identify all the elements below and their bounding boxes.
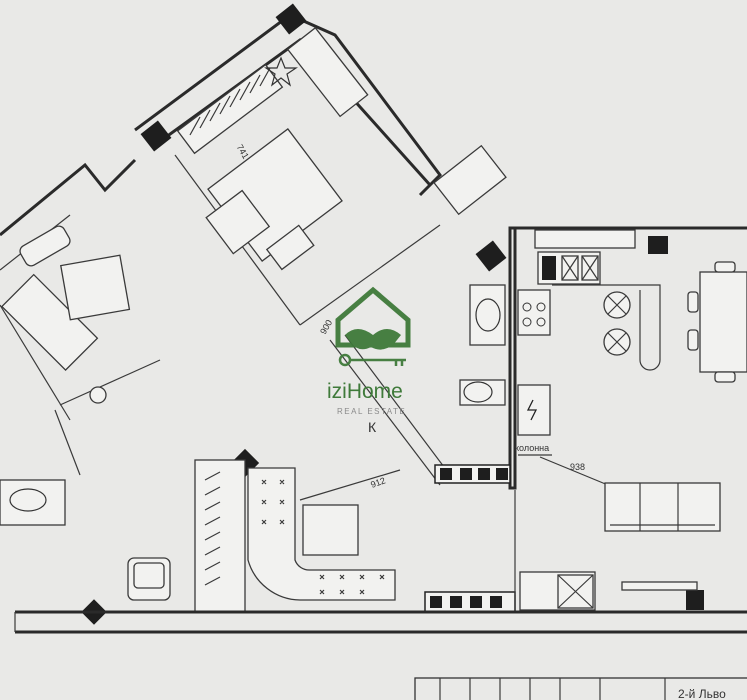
kitchen-dimension: 938 <box>570 462 585 472</box>
title-block: 2-й Льво <box>414 677 747 700</box>
column-block <box>648 236 668 254</box>
kitchen-column-label: колонна <box>515 443 549 453</box>
column-block <box>275 3 307 35</box>
corridor-mark: К <box>368 419 377 435</box>
house-icon <box>335 286 411 348</box>
door-dimension: 900 <box>318 318 334 336</box>
dining-table <box>687 261 747 383</box>
wardrobe-living <box>194 459 246 613</box>
bench <box>19 225 71 267</box>
corner-sofa <box>247 467 396 601</box>
bathroom <box>459 226 517 490</box>
coffee-table <box>302 504 359 556</box>
column-block <box>140 120 172 152</box>
column-block <box>475 240 507 272</box>
bed <box>205 128 343 271</box>
izihome-logo <box>335 286 411 367</box>
bathroom-sink-left <box>0 479 66 526</box>
chair <box>127 557 171 601</box>
bedroom-outline <box>134 13 507 326</box>
watermark-tagline: REAL ESTATE <box>337 407 406 416</box>
kitchen: колонна <box>510 226 747 456</box>
toilet <box>459 379 506 406</box>
watermark-brand: iziHome <box>327 380 403 403</box>
handshake-icon <box>345 329 401 350</box>
title-stamp: 2-й Льво <box>678 687 726 700</box>
star-icon <box>264 56 298 87</box>
wall-block-strip <box>434 464 511 484</box>
column-block <box>686 590 704 610</box>
armchair <box>60 254 131 321</box>
sofa-kitchen <box>604 482 721 532</box>
sofa <box>0 273 107 404</box>
electric-icon <box>526 399 538 421</box>
wall-block-strip <box>424 591 516 613</box>
wardrobe <box>176 63 284 155</box>
living-dimension: 912 <box>369 475 387 490</box>
